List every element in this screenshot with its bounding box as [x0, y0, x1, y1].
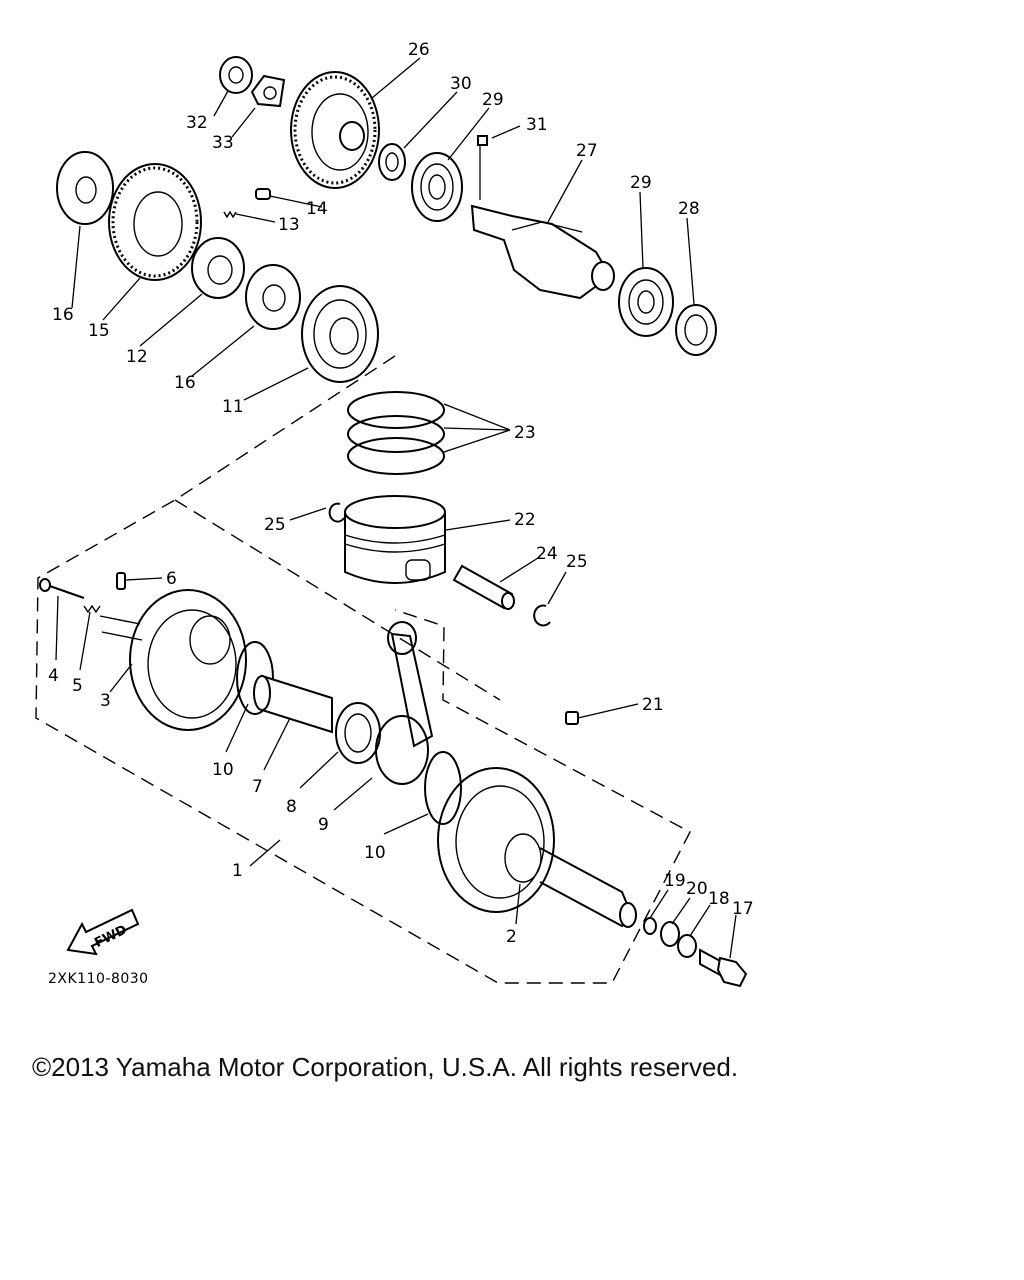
label-15: 15	[88, 321, 110, 341]
label-29-upper: 29	[482, 90, 504, 110]
part-25-clip-right	[533, 604, 551, 627]
label-29-lower: 29	[630, 173, 652, 193]
part-8-needle-bearing	[335, 702, 381, 764]
label-21: 21	[642, 695, 664, 715]
part-23-piston-rings	[347, 391, 445, 475]
part-16-plate-left	[56, 151, 114, 225]
label-28: 28	[678, 199, 700, 219]
label-26: 26	[408, 40, 430, 60]
part-21-key	[565, 711, 579, 725]
label-23: 23	[514, 423, 536, 443]
part-4-pin	[39, 578, 85, 599]
label-5: 5	[72, 676, 83, 696]
label-22: 22	[514, 510, 536, 530]
part-3-crank-left	[99, 589, 247, 731]
part-14-pin	[255, 188, 271, 200]
part-code: 2XK110-8030	[48, 971, 149, 987]
label-7: 7	[252, 777, 263, 797]
part-labels: 26 30 29 31 27 29 28 32 33 14 13 16 15 1…	[48, 40, 754, 947]
part-7-crank-pin	[253, 674, 333, 734]
part-29-bearing-upper	[411, 152, 463, 222]
part-30-washer	[378, 143, 406, 181]
part-28-oil-seal	[675, 304, 717, 356]
part-32-nut	[219, 56, 253, 94]
part-18-washer	[677, 934, 697, 958]
label-27: 27	[576, 141, 598, 161]
crankshaft-piston-exploded-diagram: FWD 26 30 29 31 27 29 28 32 33 14 13 16 …	[35, 40, 754, 988]
part-12-buffer-boss	[191, 237, 245, 299]
label-4: 4	[48, 666, 59, 686]
label-1: 1	[232, 861, 243, 881]
label-25-right: 25	[566, 552, 588, 572]
part-15-balancer-driven-gear	[108, 163, 202, 281]
part-22-piston	[344, 495, 446, 584]
label-20: 20	[686, 879, 708, 899]
label-24: 24	[536, 544, 558, 564]
part-16-plate-right	[245, 264, 301, 330]
part-6-key	[116, 572, 126, 590]
label-16-left: 16	[52, 305, 74, 325]
part-13-spring	[223, 210, 237, 219]
label-17: 17	[732, 899, 754, 919]
label-8: 8	[286, 797, 297, 817]
leader-lines	[55, 57, 737, 959]
part-9-connecting-rod	[375, 621, 434, 785]
label-11: 11	[222, 397, 244, 417]
label-12: 12	[126, 347, 148, 367]
label-33: 33	[212, 133, 234, 153]
label-6: 6	[166, 569, 177, 589]
label-2: 2	[506, 927, 517, 947]
part-10-washer-right	[424, 751, 462, 825]
copyright-notice: ©2013 Yamaha Motor Corporation, U.S.A. A…	[32, 1052, 739, 1082]
part-10-washer-left	[236, 641, 274, 715]
part-11-bearing	[301, 285, 379, 383]
part-17-bolt	[699, 948, 748, 988]
part-29-bearing-lower	[618, 267, 674, 337]
label-3: 3	[100, 691, 111, 711]
crankshaft-assembly-outline	[35, 355, 691, 984]
label-13: 13	[278, 215, 300, 235]
part-24-piston-pin	[452, 564, 515, 610]
part-31-key	[477, 135, 488, 146]
label-18: 18	[708, 889, 730, 909]
part-33-lock-washer	[250, 74, 286, 108]
label-10-right: 10	[364, 843, 386, 863]
part-19-washer	[643, 917, 657, 935]
label-19: 19	[664, 871, 686, 891]
part-5-spring	[83, 604, 101, 614]
part-20-washer	[660, 921, 680, 947]
part-2-crank-right	[437, 767, 637, 928]
label-25-left: 25	[264, 515, 286, 535]
label-10-left: 10	[212, 760, 234, 780]
label-14: 14	[306, 199, 328, 219]
label-16-right: 16	[174, 373, 196, 393]
label-32: 32	[186, 113, 208, 133]
label-31: 31	[526, 115, 548, 135]
part-25-clip-left	[328, 502, 345, 523]
label-9: 9	[318, 815, 329, 835]
part-27-balancer-shaft	[470, 204, 615, 300]
forward-direction-arrow: FWD	[66, 908, 140, 956]
part-26-balancer-drive-gear	[290, 71, 380, 189]
label-30: 30	[450, 74, 472, 94]
